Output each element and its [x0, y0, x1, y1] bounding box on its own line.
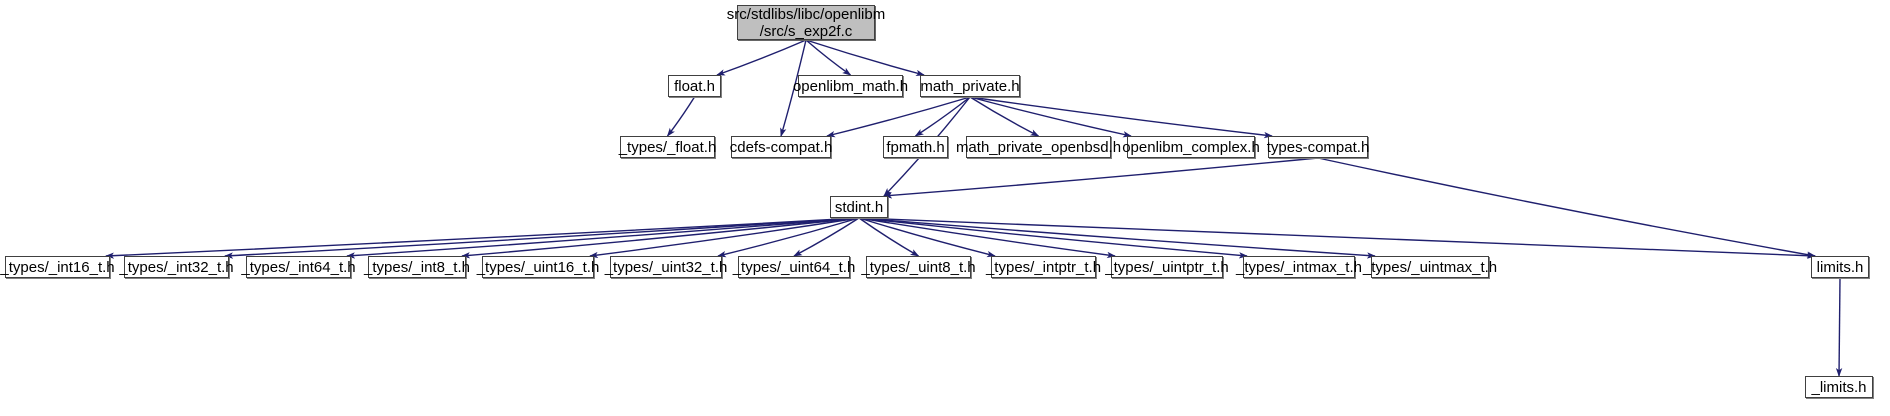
graph-node-types_float[interactable]: _types/_float.h: [619, 136, 716, 158]
graph-node-t_int8[interactable]: _types/_int8_t.h: [364, 256, 470, 278]
graph-edge-stdint-to-t_uint16: [589, 217, 860, 259]
graph-edge-stdint-to-limits: [858, 217, 1816, 259]
graph-node-math_private_ob[interactable]: math_private_openbsd.h: [956, 136, 1121, 158]
graph-node-t_uintptr[interactable]: _types/_uintptr_t.h: [1105, 256, 1229, 278]
graph-edge-math_private-to-openlibm_cplx: [969, 96, 1132, 138]
graph-node-root[interactable]: src/stdlibs/libc/openlibm /src/s_exp2f.c: [726, 5, 886, 40]
graph-node-t_intptr[interactable]: _types/_intptr_t.h: [986, 256, 1101, 278]
graph-edge-math_private-to-math_private_ob: [969, 96, 1040, 137]
graph-node-openlibm_cplx[interactable]: openlibm_complex.h: [1122, 136, 1260, 158]
graph-edge-root-to-math_private: [805, 39, 925, 77]
graph-node-fpmath[interactable]: fpmath.h: [883, 136, 948, 158]
graph-node-stdint[interactable]: stdint.h: [830, 196, 888, 218]
graph-edge-stdint-to-t_int64: [346, 217, 860, 259]
graph-edge-stdint-to-t_int8: [461, 217, 860, 259]
graph-edge-root-to-float: [716, 39, 807, 76]
graph-edge-stdint-to-t_uint64: [793, 217, 860, 257]
graph-edge-stdint-to-t_uint32: [717, 217, 860, 258]
graph-node-t_int32[interactable]: _types/_int32_t.h: [119, 256, 234, 278]
graph-edge-limits-to-_limits: [1835, 277, 1843, 377]
graph-edge-root-to-openlibm_math: [805, 39, 852, 76]
graph-edge-stdint-to-t_int16: [105, 217, 860, 259]
graph-node-openlibm_math[interactable]: openlibm_math.h: [793, 75, 908, 97]
graph-edge-stdint-to-t_uintptr: [858, 217, 1116, 259]
graph-node-t_uint16[interactable]: _types/_uint16_t.h: [477, 256, 599, 278]
graph-edge-math_private-to-fpmath: [914, 96, 971, 137]
graph-edge-stdint-to-t_intptr: [858, 217, 996, 258]
graph-edge-stdint-to-t_uintmax: [858, 217, 1376, 259]
graph-edge-stdint-to-t_uint8: [858, 217, 920, 257]
graph-node-t_uint64[interactable]: _types/_uint64_t.h: [733, 256, 855, 278]
graph-edge-math_private-to-types_compat: [969, 96, 1273, 139]
graph-node-t_uint8[interactable]: _types/_uint8_t.h: [861, 256, 976, 278]
graph-edge-math_private-to-cdefs_compat: [826, 96, 971, 138]
graph-node-t_uintmax[interactable]: _types/_uintmax_t.h: [1363, 256, 1497, 278]
graph-node-t_int16[interactable]: _types/_int16_t.h: [0, 256, 115, 278]
graph-node-_limits[interactable]: _limits.h: [1805, 376, 1873, 398]
graph-edge-stdint-to-t_int32: [224, 217, 860, 259]
graph-edge-stdint-to-t_intmax: [858, 217, 1248, 259]
graph-edge-types_compat-to-limits: [1317, 157, 1816, 258]
graph-node-t_intmax[interactable]: _types/_intmax_t.h: [1236, 256, 1362, 278]
graph-edge-types_compat-to-stdint: [883, 157, 1319, 199]
graph-node-t_uint32[interactable]: _types/_uint32_t.h: [605, 256, 727, 278]
graph-edge-float-to-types_float: [666, 96, 696, 137]
graph-node-float[interactable]: float.h: [668, 75, 721, 97]
graph-node-t_int64[interactable]: _types/_int64_t.h: [241, 256, 356, 278]
graph-node-cdefs_compat[interactable]: cdefs-compat.h: [730, 136, 832, 158]
graph-node-types_compat[interactable]: types-compat.h: [1267, 136, 1369, 158]
graph-node-math_private[interactable]: math_private.h: [920, 75, 1020, 97]
graph-node-limits[interactable]: limits.h: [1811, 256, 1869, 278]
